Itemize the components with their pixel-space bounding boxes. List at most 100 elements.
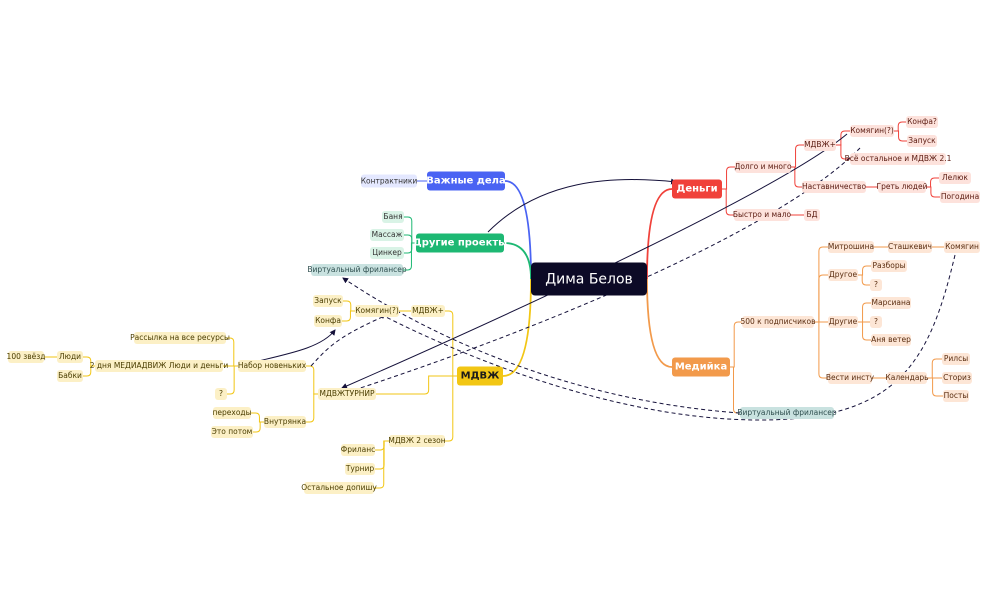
- branch-line-mdvzh2-to-turnir: [375, 440, 389, 470]
- branch-line-mdvzh2-to-frilans: [375, 440, 389, 451]
- branch-line-gret-to-pogodina: [926, 186, 940, 198]
- node-cinker[interactable]: Цинкер: [370, 247, 404, 259]
- branch-line-dolgo-to-mdvzh-plus-r: [791, 144, 804, 168]
- branch-line-gret-to-lelyuk: [926, 177, 939, 188]
- branch-line-nabor-to-q-nabor: [227, 365, 238, 395]
- link-komyagin-to-mdvzhturnir: [341, 133, 848, 389]
- node-lyudi[interactable]: Люди: [57, 351, 83, 363]
- branch-line-vnutryanka-to-perehody: [251, 412, 264, 423]
- branch-line-dengi-to-bystro: [722, 188, 734, 216]
- branch-line-drugie-proekty-to-massazh: [404, 234, 416, 244]
- branch-line-mdvzh-plus-r-to-vse-ostalnoe: [836, 144, 850, 160]
- node-drugoe[interactable]: Другое: [828, 269, 858, 281]
- node-dengi[interactable]: Деньги: [672, 179, 722, 199]
- node-virt2[interactable]: Виртуальный фрилансер: [737, 407, 837, 419]
- link-komyagin-m-to-komyagin-l: [379, 254, 956, 421]
- node-komyagin-r[interactable]: Комягин(?): [850, 125, 894, 137]
- node-vnutryanka[interactable]: Внутрянка: [263, 416, 307, 428]
- branch-line-root-to-mediyka: [646, 278, 673, 368]
- link-virt2-to-virt1: [342, 277, 741, 414]
- node-mdvzh[interactable]: МДВЖ: [457, 366, 503, 386]
- branch-line-mdvzh-to-mdvzh2: [445, 375, 457, 442]
- node-mdvzh2[interactable]: МДВЖ 2 сезон: [388, 435, 446, 447]
- node-mdvzhturnir[interactable]: МДВЖТУРНИР: [318, 388, 376, 400]
- node-banya[interactable]: Баня: [382, 211, 404, 223]
- node-stashkevich[interactable]: Сташкевич: [888, 241, 932, 253]
- node-marsiana[interactable]: Марсиана: [871, 297, 911, 309]
- branch-line-mdvzh-to-mdvzhturnir: [376, 375, 457, 395]
- branch-line-mdvzhturnir-to-vnutryanka: [306, 393, 318, 423]
- node-frilans[interactable]: Фриланс: [340, 444, 376, 456]
- branch-line-drugie-proekty-to-virt1: [403, 242, 416, 271]
- node-mdvzh-plus-l[interactable]: МДВЖ+: [411, 305, 445, 317]
- branch-line-drugie-to-anya: [858, 321, 871, 341]
- node-kontraktniki[interactable]: Контрактники: [361, 174, 417, 188]
- branch-line-mdvzh-to-mdvzh-plus-l: [445, 310, 457, 377]
- node-virt1[interactable]: Виртуальный фрилансер: [307, 264, 407, 276]
- node-babki[interactable]: Бабки: [57, 370, 83, 382]
- node-bd[interactable]: БД: [804, 209, 820, 221]
- node-zapusk-l[interactable]: Запуск: [313, 295, 343, 307]
- node-zapusk-r[interactable]: Запуск: [907, 135, 937, 147]
- branch-line-kalendar-to-posty: [927, 377, 943, 397]
- node-pyatsot[interactable]: 500 к подписчиков: [740, 316, 816, 328]
- node-vse-ostalnoe[interactable]: Всё остальное и МДВЖ 2.1: [844, 153, 952, 165]
- node-mitroshina[interactable]: Митрошина: [827, 241, 875, 253]
- branch-line-komyagin-r-to-konfa-q: [894, 121, 906, 132]
- branch-line-mediyka-to-virt2: [730, 366, 740, 414]
- node-nabor[interactable]: Набор новеньких: [237, 360, 307, 372]
- branch-line-root-to-mdvzh: [502, 278, 532, 377]
- branch-line-pyatsot-to-mitroshina: [814, 246, 828, 323]
- node-root[interactable]: Дима Белов: [531, 262, 647, 296]
- node-eto-potom[interactable]: Это потом: [211, 426, 253, 438]
- node-mediyka[interactable]: Медийка: [672, 357, 730, 377]
- node-q-nabor[interactable]: ?: [215, 388, 227, 400]
- node-anya[interactable]: Аня ветер: [871, 334, 911, 346]
- node-perehody[interactable]: переходы: [212, 407, 252, 419]
- branch-line-drugoe-to-razbory: [858, 265, 871, 276]
- branch-line-mediyka-to-pyatsot: [730, 321, 742, 368]
- node-storiz[interactable]: Сториз: [942, 372, 972, 384]
- node-bystro[interactable]: Быстро и мало: [732, 209, 792, 221]
- node-vesti[interactable]: Вести инсту: [825, 372, 875, 384]
- node-q-drugoe[interactable]: ?: [870, 279, 882, 291]
- node-posty[interactable]: Посты: [943, 390, 969, 402]
- node-rassylka[interactable]: Рассылка на все ресурсы: [130, 332, 230, 344]
- branch-line-drugie-to-marsiana: [858, 302, 871, 323]
- node-massazh[interactable]: Массаж: [370, 229, 404, 241]
- node-razbory[interactable]: Разборы: [871, 260, 907, 272]
- branch-line-komyagin-l-to-zapusk-l: [343, 300, 355, 312]
- node-pogodina[interactable]: Погодина: [940, 191, 980, 203]
- node-nastavnichestvo[interactable]: Наставничество: [801, 181, 867, 193]
- node-konfa-l[interactable]: Конфа: [314, 315, 342, 327]
- branch-line-mdvzh2-to-ostalnoe: [374, 440, 389, 489]
- node-sto-zvezd[interactable]: 100 звёзд: [6, 351, 46, 363]
- node-vazhnye[interactable]: Важные дела: [426, 171, 506, 191]
- node-drugie-proekty[interactable]: Другие проекты: [413, 233, 507, 253]
- node-dva-dnya[interactable]: 2 дня МЕДИАДВИЖ Люди и деньги: [89, 360, 229, 372]
- node-turnir[interactable]: Турнир: [345, 463, 375, 475]
- branch-line-root-to-drugie-proekty: [503, 242, 532, 280]
- branch-line-vnutryanka-to-eto-potom: [253, 421, 264, 433]
- node-gret[interactable]: Греть людей: [876, 181, 928, 193]
- branch-line-drugoe-to-q-drugoe: [858, 274, 870, 286]
- node-komyagin-m[interactable]: Комягин: [944, 241, 980, 253]
- node-mdvzh-plus-r[interactable]: МДВЖ+: [804, 139, 836, 151]
- node-rilsy[interactable]: Рилсы: [942, 353, 970, 365]
- node-q-drugie[interactable]: ?: [870, 316, 882, 328]
- branch-line-pyatsot-to-drugoe: [814, 274, 828, 323]
- node-drugie[interactable]: Другие: [828, 316, 858, 328]
- node-konfa-q[interactable]: Конфа?: [906, 116, 938, 128]
- link-drugie-proekty-to-dengi: [487, 178, 677, 233]
- branch-line-nabor-to-rassylka: [226, 337, 238, 367]
- node-kalendar[interactable]: Календарь: [885, 372, 929, 384]
- node-ostalnoe[interactable]: Остальное допишу: [301, 482, 377, 494]
- node-lelyuk[interactable]: Лелюк: [939, 172, 971, 184]
- node-komyagin-l[interactable]: Комягин(?): [355, 305, 399, 317]
- node-dolgo[interactable]: Долго и много: [734, 161, 792, 173]
- branch-line-komyagin-l-to-konfa-l: [342, 310, 355, 322]
- branch-line-komyagin-r-to-zapusk-r: [894, 130, 907, 142]
- branch-line-mdvzh-plus-r-to-komyagin-r: [836, 130, 850, 146]
